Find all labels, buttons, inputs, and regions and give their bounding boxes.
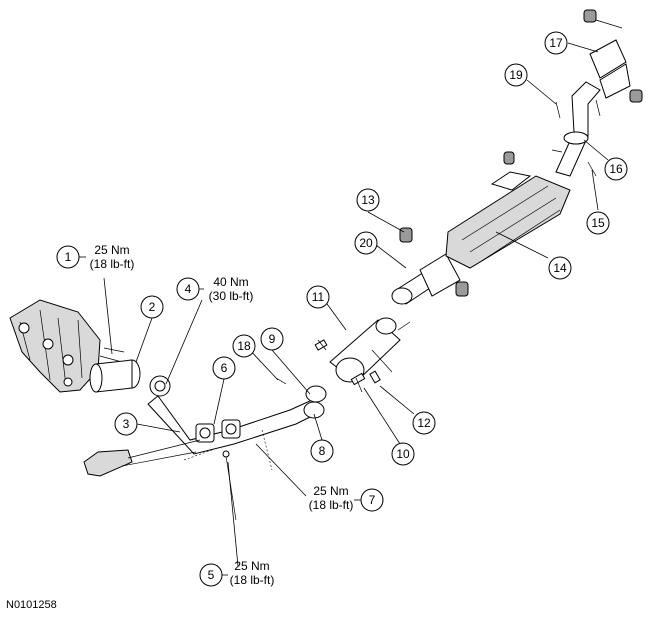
muffler: [445, 171, 571, 269]
flex-pipe-gasket: [89, 359, 141, 393]
callout-20: 20: [354, 231, 378, 255]
callout-16: 16: [604, 157, 628, 181]
callout-17: 17: [544, 31, 568, 55]
callout-11: 11: [306, 285, 330, 309]
callout-3: 3: [114, 412, 138, 436]
callout-1-torque-nm: 25 Nm: [94, 243, 129, 257]
pipe-clamp: [303, 385, 327, 419]
callout-7-torque-lbft: (18 lb-ft): [309, 498, 354, 512]
callout-9: 9: [260, 327, 284, 351]
callout-7-torque-nm: 25 Nm: [313, 484, 348, 498]
callout-10: 10: [391, 442, 415, 466]
callout-5-torque-nm: 25 Nm: [234, 559, 269, 573]
exhaust-manifold: [9, 299, 101, 393]
callout-18-number: 18: [237, 339, 251, 353]
callout-4: 4 40 Nm (30 lb-ft): [176, 275, 254, 303]
callout-15-number: 15: [591, 216, 605, 230]
callout-10-number: 10: [396, 447, 410, 461]
callout-19: 19: [504, 63, 528, 87]
callout-18: 18: [232, 334, 256, 358]
callout-4-torque-lbft: (30 lb-ft): [209, 289, 254, 303]
callout-17-number: 17: [549, 36, 563, 50]
callout-11-number: 11: [312, 290, 325, 304]
callout-3-number: 3: [123, 417, 130, 431]
callout-15: 15: [586, 211, 610, 235]
callout-13-number: 13: [361, 193, 375, 207]
callout-12: 12: [412, 411, 436, 435]
callout-8: 8: [310, 439, 334, 463]
callout-14: 14: [548, 256, 572, 280]
tailpipe: [589, 19, 631, 99]
callout-7-number: 7: [369, 493, 376, 507]
callout-6-number: 6: [221, 361, 228, 375]
front-pipe-bolts: [183, 429, 273, 521]
callout-13: 13: [356, 188, 380, 212]
callout-6: 6: [212, 356, 236, 380]
rear-pipe: [555, 81, 601, 177]
catalytic-converter: [329, 317, 411, 383]
front-pipe: [147, 395, 321, 455]
callout-14-number: 14: [553, 261, 567, 275]
callout-9-number: 9: [269, 332, 276, 346]
callout-2-number: 2: [149, 300, 156, 314]
callout-8-number: 8: [319, 444, 326, 458]
callout-19-number: 19: [509, 68, 523, 82]
callout-1-torque-lbft: (18 lb-ft): [90, 257, 135, 271]
callout-5-number: 5: [208, 568, 215, 582]
leader-lines: [103, 42, 609, 567]
callout-1: 1 25 Nm (18 lb-ft): [56, 243, 135, 271]
oxygen-sensors: [314, 339, 381, 386]
callout-2: 2: [140, 295, 164, 319]
callout-1-number: 1: [65, 250, 72, 264]
rear-clamp-bolts: [551, 99, 601, 153]
manifold-flange-gasket: [149, 375, 171, 397]
callout-20-number: 20: [359, 236, 373, 250]
callout-7: 7 25 Nm (18 lb-ft): [309, 484, 384, 512]
figure-id: N0101258: [6, 599, 57, 611]
callout-12-number: 12: [417, 416, 431, 430]
callout-4-torque-nm: 40 Nm: [213, 275, 248, 289]
callout-4-number: 4: [185, 282, 192, 296]
spring-fasteners: [275, 161, 597, 393]
resonator-pipe: [391, 253, 461, 305]
callout-5: 5 25 Nm (18 lb-ft): [199, 559, 275, 587]
manifold-studs: [99, 347, 125, 363]
callout-5-torque-lbft: (18 lb-ft): [230, 573, 275, 587]
callout-16-number: 16: [609, 162, 623, 176]
crossmember-bracket: [83, 439, 201, 477]
